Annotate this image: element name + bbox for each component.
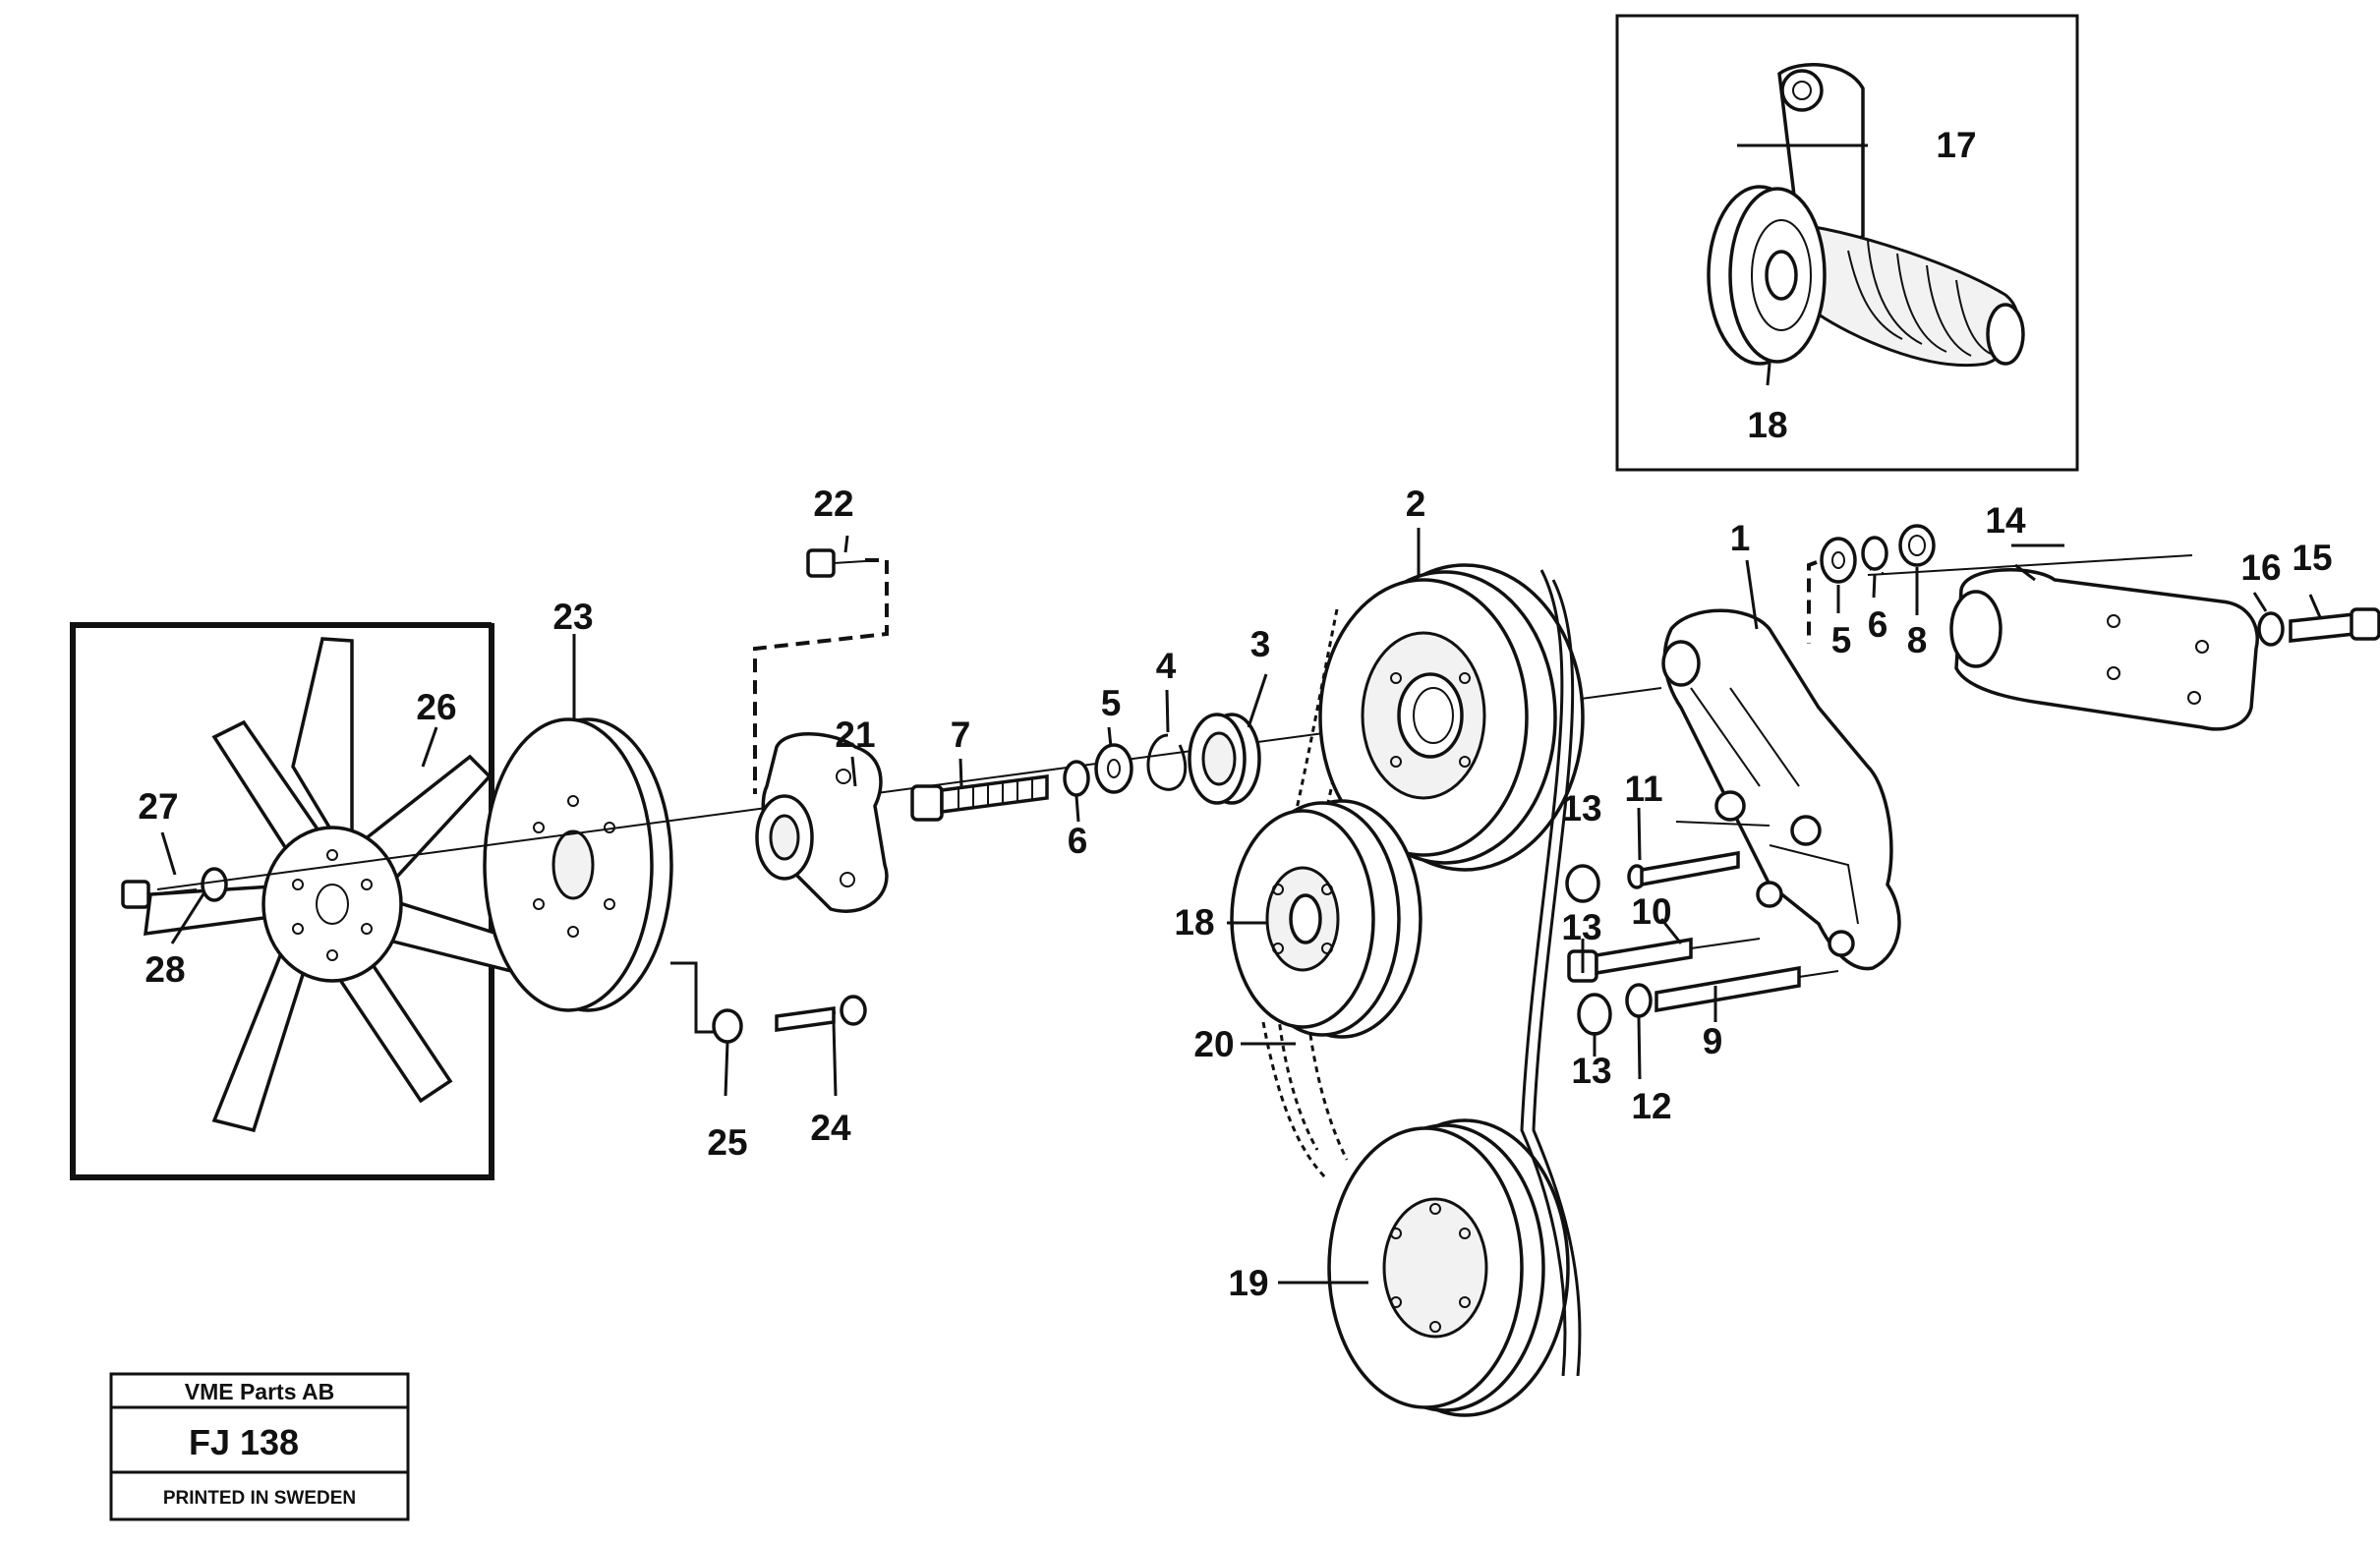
bolt-27 [121,880,198,909]
washer-28 [201,867,228,902]
bearing-housing-21 [755,732,889,913]
callout-5-upper: 5 [1831,620,1852,660]
callout-11: 11 [1624,769,1662,809]
callout-17: 17 [1936,125,1976,165]
nut-8 [1898,524,1936,567]
callout-14: 14 [1985,500,2026,541]
callout-10: 10 [1631,891,1671,932]
callout-24: 24 [810,1108,851,1148]
callout-27: 27 [138,786,178,827]
bolt-9 [1654,965,1839,1013]
callout-6-lower: 6 [1068,821,1088,861]
leader-lines [160,143,2322,1285]
washer-16 [2257,611,2285,647]
callout-3: 3 [1250,624,1271,664]
callout-13-c: 13 [1571,1051,1611,1091]
dashed-leader-upper [1807,560,1818,644]
plate-14 [1949,568,2259,731]
fan-blade-26 [143,637,532,1133]
washer-5 [1094,743,1133,794]
tensioner-pulley-18-inset [1707,185,1827,366]
washer-5-upper [1820,537,1857,584]
tensioner-inset-frame [1615,14,2079,472]
callout-2: 2 [1406,484,1426,524]
shaft-bolt-7 [910,774,1049,822]
callout-7: 7 [951,714,971,755]
figure-code: FJ 138 [189,1422,299,1462]
bolt-11 [1627,821,1770,889]
bearing-3 [1188,713,1261,805]
callout-5-lower: 5 [1101,683,1122,723]
washer-6-upper [1861,536,1888,571]
callout-15: 15 [2292,538,2332,578]
belt-outer [1520,569,1582,1377]
callout-22: 22 [813,484,853,524]
pulley-2 [1318,563,1585,872]
callout-12: 12 [1631,1086,1671,1126]
nut-13-a [1565,864,1600,903]
bracket-1 [1661,564,1901,971]
pulley-18 [1230,799,1422,1039]
callout-8: 8 [1907,620,1928,660]
callout-1: 1 [1730,518,1751,558]
callout-18-inset: 18 [1747,405,1787,445]
callout-20: 20 [1193,1024,1234,1064]
callout-26: 26 [416,687,456,727]
callout-9: 9 [1703,1021,1723,1061]
callout-18: 18 [1174,902,1214,943]
callout-23: 23 [552,597,593,637]
circlip-4 [1146,733,1188,791]
fan-hub-23 [483,717,673,1012]
title-block: VME Parts AB FJ 138 PRINTED IN SWEDEN [109,1372,410,1521]
bolt-24 [670,961,867,1034]
bracket-axis-line [1867,554,2193,576]
washer-25 [712,1008,743,1044]
washer-12 [1625,983,1653,1018]
crank-pulley-19 [1327,1118,1570,1417]
nut-13-b [1577,993,1612,1036]
printed-in: PRINTED IN SWEDEN [163,1488,356,1509]
callout-16: 16 [2240,547,2281,588]
callout-13-b: 13 [1561,907,1601,947]
callout-4: 4 [1156,646,1177,686]
callout-labels: 1 2 3 4 5 5 6 6 7 8 9 10 11 12 13 13 13 … [138,125,2332,1303]
company-name: VME Parts AB [185,1379,335,1404]
callout-13-a: 13 [1561,788,1601,829]
bolt-15 [2289,607,2380,643]
callout-28: 28 [145,949,185,990]
washer-6 [1063,760,1090,797]
bolt-22 [753,548,889,794]
callout-25: 25 [707,1122,747,1163]
callout-6-upper: 6 [1868,604,1888,645]
callout-19: 19 [1228,1263,1268,1303]
callout-21: 21 [835,714,875,755]
